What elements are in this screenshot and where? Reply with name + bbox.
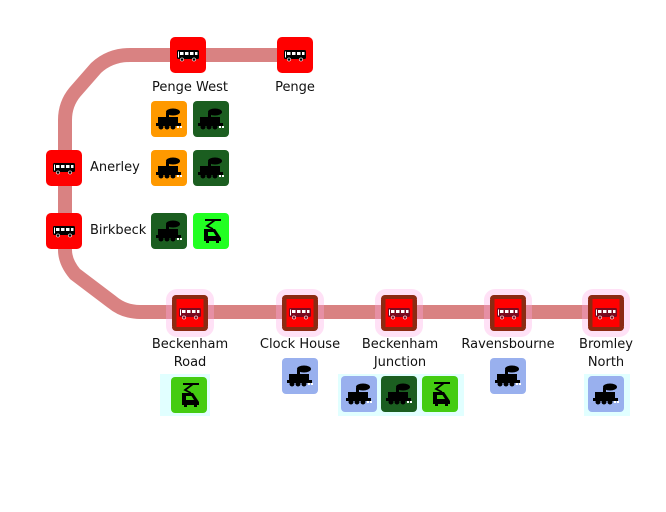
station-label-line1: Bromley [579, 337, 633, 352]
rail-mode-blue[interactable] [490, 358, 526, 394]
bus-stop-clock-house[interactable] [282, 295, 318, 331]
bus-stop-penge-west[interactable] [170, 37, 206, 73]
tram-mode[interactable] [422, 376, 458, 412]
steam-train-icon [155, 106, 183, 132]
station-label-line2: North [587, 355, 625, 370]
bus-icon [52, 161, 76, 175]
bus-stop-beckenham-road[interactable] [172, 295, 208, 331]
bus-icon [594, 306, 618, 320]
tram-icon [426, 381, 454, 407]
bus-stop-ravensbourne[interactable] [490, 295, 526, 331]
bus-stop-bromley-north[interactable] [588, 295, 624, 331]
bus-icon [283, 48, 307, 62]
rail-mode-blue[interactable] [341, 376, 377, 412]
station-label-clock-house: Clock House [259, 337, 341, 352]
steam-train-icon [197, 155, 225, 181]
rail-mode-dark-green[interactable] [381, 376, 417, 412]
rail-mode-dark-green[interactable] [151, 213, 187, 249]
rail-mode-blue[interactable] [282, 358, 318, 394]
station-label-birkbeck: Birkbeck [90, 223, 147, 238]
rail-mode-dark-green[interactable] [193, 101, 229, 137]
steam-train-icon [155, 218, 183, 244]
tram-icon [197, 218, 225, 244]
rail-mode-blue[interactable] [588, 376, 624, 412]
station-label-bromley-north: Bromley North [566, 336, 646, 372]
station-label-ravensbourne: Ravensbourne [461, 337, 555, 352]
station-label-line2: Road [173, 355, 207, 370]
rail-mode-orange[interactable] [151, 101, 187, 137]
bus-icon [387, 306, 411, 320]
station-label-line1: Beckenham [151, 337, 229, 352]
bus-stop-penge[interactable] [277, 37, 313, 73]
bus-stop-anerley[interactable] [46, 150, 82, 186]
bus-icon [496, 306, 520, 320]
bus-stop-birkbeck[interactable] [46, 213, 82, 249]
steam-train-icon [345, 381, 373, 407]
tram-mode[interactable] [171, 377, 207, 413]
steam-train-icon [494, 363, 522, 389]
bus-icon [178, 306, 202, 320]
route-line [58, 48, 610, 319]
rail-mode-dark-green[interactable] [193, 150, 229, 186]
station-label-line1: Beckenham [361, 337, 439, 352]
tram-mode[interactable] [193, 213, 229, 249]
bus-stop-beckenham-junction[interactable] [381, 295, 417, 331]
tram-icon [175, 382, 203, 408]
station-label-anerley: Anerley [90, 160, 140, 175]
station-label-beckenham-road: Beckenham Road [140, 336, 240, 372]
steam-train-icon [197, 106, 225, 132]
rail-mode-orange[interactable] [151, 150, 187, 186]
bus-icon [52, 224, 76, 238]
steam-train-icon [155, 155, 183, 181]
bus-icon [288, 306, 312, 320]
steam-train-icon [592, 381, 620, 407]
station-label-penge-west: Penge West [152, 80, 228, 95]
bus-icon [176, 48, 200, 62]
steam-train-icon [286, 363, 314, 389]
station-label-line2: Junction [373, 355, 427, 370]
steam-train-icon [385, 381, 413, 407]
station-label-beckenham-junction: Beckenham Junction [345, 336, 455, 372]
station-label-penge: Penge [275, 80, 315, 95]
